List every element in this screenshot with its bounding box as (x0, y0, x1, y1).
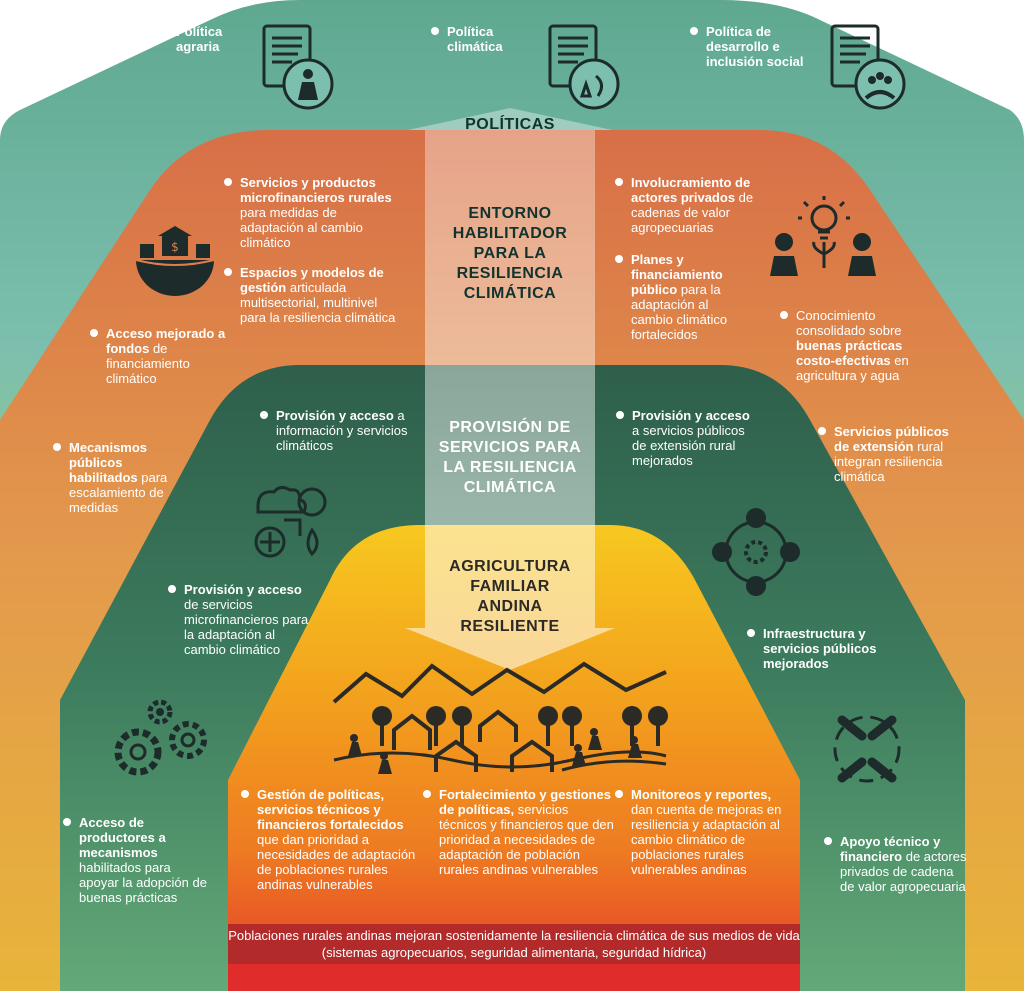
community-document-icon (830, 24, 906, 110)
entorno-espacios: Espacios y modelos de gestión articulada… (224, 265, 400, 325)
provision-apoyo: Apoyo técnico y financiero de actores pr… (824, 834, 970, 894)
heading-agricultura: AGRICULTURA FAMILIAR ANDINA RESILIENTE (449, 558, 571, 635)
entorno-servicios-ext: Servicios públicos de extensión rural in… (818, 424, 964, 484)
outcome-banner: Poblaciones rurales andinas mejoran sost… (228, 924, 800, 964)
andean-landscape-icon (332, 661, 668, 774)
provision-productores: Acceso de productores a mecanismos habil… (63, 815, 209, 905)
agri-fortalecimiento: Fortalecimiento y gestiones de políticas… (423, 787, 614, 877)
farmer-document-icon (262, 24, 334, 110)
heading-provision: PROVISIÓN DE SERVICIOS PARA LA RESILIENC… (438, 419, 582, 496)
agri-gestion: Gestión de políticas, servicios técnicos… (241, 787, 422, 892)
policy-agraria-text: Política agraria (160, 24, 266, 54)
entorno-planes: Planes y financiamiento público para la … (615, 252, 751, 342)
rural-bank-icon: $ (135, 226, 215, 296)
gears-icon (114, 699, 207, 776)
heading-entorno: ENTORNO HABILITADOR PARA LA RESILIENCIA … (452, 205, 568, 302)
entorno-servicios-micro: Servicios y productos microfinancieros r… (224, 175, 400, 250)
climate-services-icon (254, 485, 327, 558)
provision-extension: Provisión y acceso a servicios públicos … (616, 408, 752, 468)
entorno-mecanismos: Mecanismos públicos habilitados para esc… (53, 440, 189, 515)
policy-climatica-text: Política climática (431, 24, 537, 54)
nature-document-icon (548, 24, 620, 110)
svg-text:$: $ (171, 240, 179, 254)
heading-politicas: POLÍTICAS (465, 116, 555, 133)
entorno-acceso-fondos: Acceso mejorado a fondos de financiamien… (90, 326, 226, 386)
bottom-red-bar (228, 964, 800, 991)
entorno-involucramiento: Involucramiento de actores privados de c… (615, 175, 771, 235)
provision-infra: Infraestructura y servicios públicos mej… (747, 626, 893, 671)
provision-micro: Provisión y acceso de servicios microfin… (168, 582, 314, 657)
network-people-icon (712, 508, 800, 596)
private-actors-idea-icon (770, 196, 876, 276)
entorno-conocimiento: Conocimiento consolidado sobre buenas pr… (780, 308, 931, 383)
support-hands-icon (833, 715, 901, 783)
agri-monitoreo: Monitoreos y reportes, dan cuenta de mej… (615, 787, 791, 877)
policy-desarrollo-text: Política de desarrollo e inclusión socia… (690, 24, 826, 69)
provision-info: Provisión y acceso a información y servi… (260, 408, 416, 453)
